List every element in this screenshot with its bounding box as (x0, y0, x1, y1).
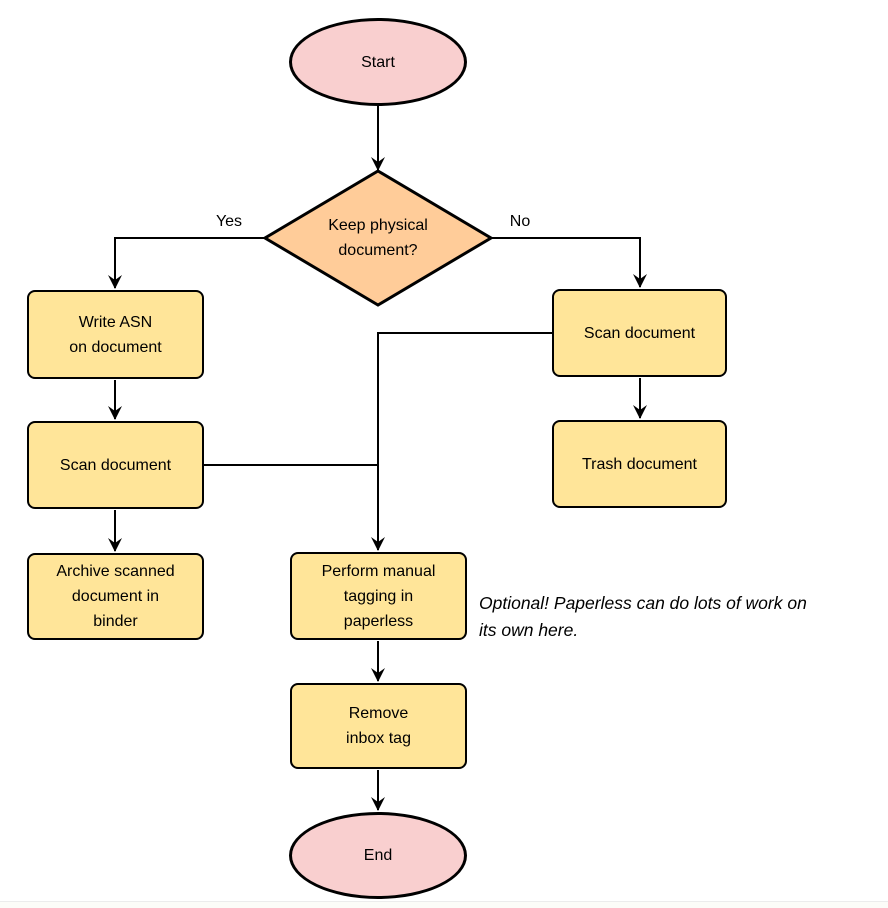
edge-label-no: No (509, 213, 531, 230)
edge-scan-right-to-tagging (371, 332, 552, 551)
node-manual-tagging: Perform manual tagging in paperless (290, 552, 467, 640)
node-write-asn: Write ASN on document (27, 290, 204, 379)
node-decision-label: Keep physical document? (328, 217, 428, 259)
edge-label-yes: Yes (215, 213, 243, 230)
decision-diamond-shape (262, 169, 494, 307)
node-start: Start (289, 18, 467, 106)
node-scan-document-left: Scan document (27, 421, 204, 509)
node-remove-inbox-tag: Remove inbox tag (290, 683, 467, 769)
edge-decision-no-to-scan-right (490, 237, 647, 288)
node-trash-document: Trash document (552, 420, 727, 508)
node-end: End (289, 812, 467, 899)
optional-note: Optional! Paperless can do lots of work … (479, 593, 807, 640)
edge-decision-yes-to-write-asn (108, 237, 264, 289)
page-bottom-edge (0, 901, 888, 908)
node-archive-in-binder: Archive scanned document in binder (27, 553, 204, 640)
node-scan-document-right: Scan document (552, 289, 727, 377)
